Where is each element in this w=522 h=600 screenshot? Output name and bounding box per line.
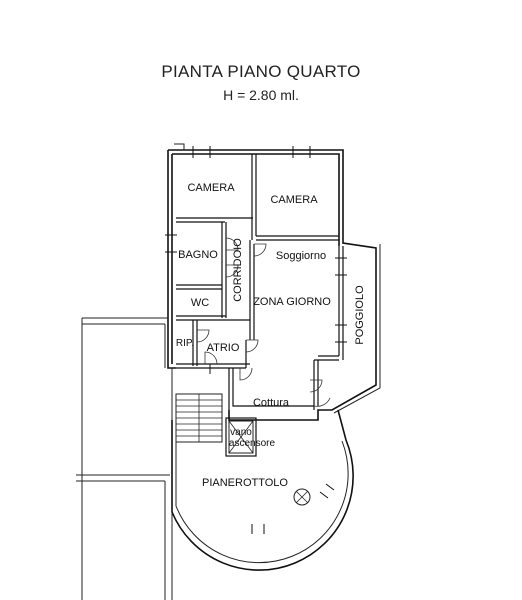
room-label-ascensore: ascensore xyxy=(229,438,276,449)
page-title: PIANTA PIANO QUARTO xyxy=(161,62,361,81)
room-label-soggiorno: Soggiorno xyxy=(276,250,326,262)
room-label-cottura: Cottura xyxy=(253,397,290,409)
room-label-vano: vano xyxy=(230,427,252,438)
room-label-pianerottolo: PIANEROTTOLO xyxy=(202,477,288,489)
room-label-camera-1: CAMERA xyxy=(187,182,235,194)
room-label-bagno: BAGNO xyxy=(178,249,218,261)
landing-wall xyxy=(171,409,354,571)
page-subtitle: H = 2.80 ml. xyxy=(223,87,299,103)
exterior-walls xyxy=(76,143,381,600)
room-label-rip: RIP. xyxy=(176,338,194,349)
room-label-wc: WC xyxy=(191,297,209,309)
room-label-atrio: ATRIO xyxy=(207,342,240,354)
staircase xyxy=(175,393,223,443)
elevator-shaft xyxy=(225,417,257,457)
room-label-zona-giorno: ZONA GIORNO xyxy=(253,296,331,308)
room-label-camera-2: CAMERA xyxy=(270,194,318,206)
room-label-poggiolo: POGGIOLO xyxy=(354,285,366,345)
room-label-corridoio: CORRIDOIO xyxy=(232,238,244,302)
doors xyxy=(196,237,331,407)
windows xyxy=(165,146,347,343)
